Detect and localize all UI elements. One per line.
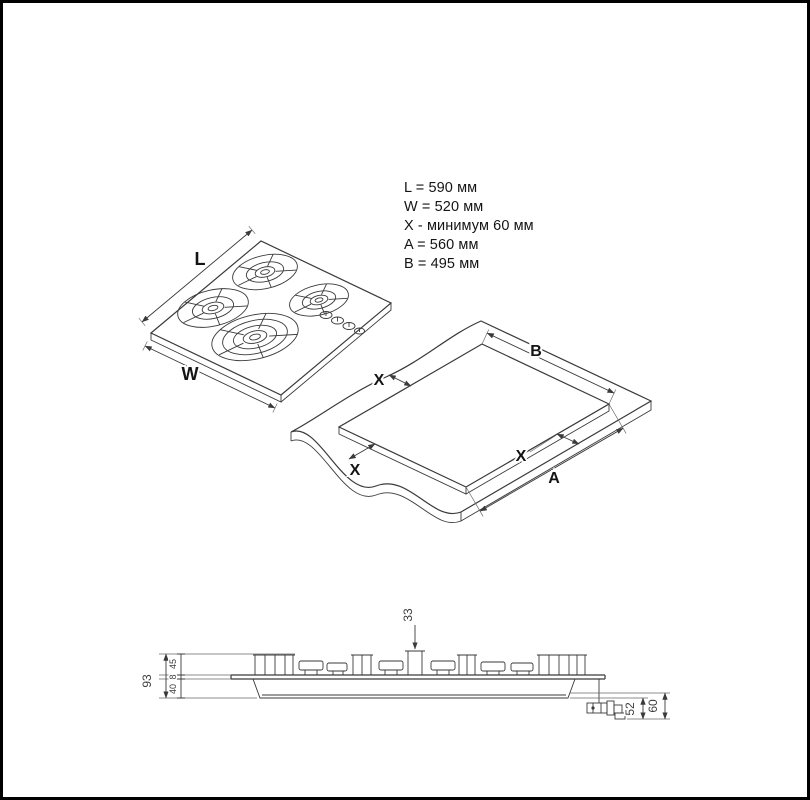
burner-grates-profile: [253, 650, 587, 675]
spec-line-w: W = 520 мм: [404, 199, 484, 215]
label-length-l: L: [195, 249, 206, 269]
hob-body: [252, 678, 576, 699]
label-dim-33: 33: [401, 608, 415, 622]
burner: [289, 283, 349, 317]
label-dim-45: 45: [168, 659, 178, 669]
label-dim-8: 8: [168, 674, 178, 679]
label-width-w: W: [182, 364, 199, 384]
glass-panel: [230, 674, 606, 680]
spec-line-l: L = 590 мм: [404, 180, 478, 196]
dim-burner-height: 33: [400, 607, 418, 650]
spec-line-a: A = 560 мм: [404, 237, 479, 253]
label-dim-x-right: X: [516, 448, 527, 465]
label-dim-a: A: [548, 470, 560, 487]
cutout-isometric-view: B A X X X: [290, 320, 653, 523]
dim-x-top: X: [372, 370, 412, 391]
dim-height-stack: 45 8 40: [167, 653, 185, 699]
label-dim-x-top: X: [374, 372, 385, 389]
dim-total-height: 93: [139, 653, 169, 699]
spec-line-b: B = 495 мм: [404, 256, 480, 272]
label-dim-x-left: X: [350, 462, 361, 479]
side-profile-view: 93 45 8 40 33 52: [139, 607, 670, 720]
label-dim-52: 52: [623, 702, 637, 716]
dim-a: A: [465, 403, 627, 517]
gas-connection: [586, 679, 626, 720]
dim-x-right: X: [514, 433, 580, 467]
dim-b: B: [481, 329, 617, 405]
dim-gas-inner: 52: [622, 697, 646, 720]
dim-gas-outer: 60: [645, 692, 668, 720]
dim-length: L: [138, 225, 256, 327]
left-extension-lines: [159, 653, 295, 699]
dim-width: W: [142, 341, 278, 413]
control-knobs: [319, 311, 365, 335]
label-dim-b: B: [530, 343, 542, 360]
label-dim-93: 93: [140, 674, 154, 688]
diagram-canvas: L W B A: [138, 225, 670, 720]
spec-line-x: X - минимум 60 мм: [404, 218, 534, 234]
dim-x-left: X: [348, 443, 376, 481]
label-dim-60: 60: [646, 699, 660, 713]
label-dim-40: 40: [168, 684, 178, 694]
hob-isometric-view: L W: [138, 225, 393, 413]
dimension-specs: L = 590 мм W = 520 мм X - минимум 60 мм …: [404, 179, 534, 274]
